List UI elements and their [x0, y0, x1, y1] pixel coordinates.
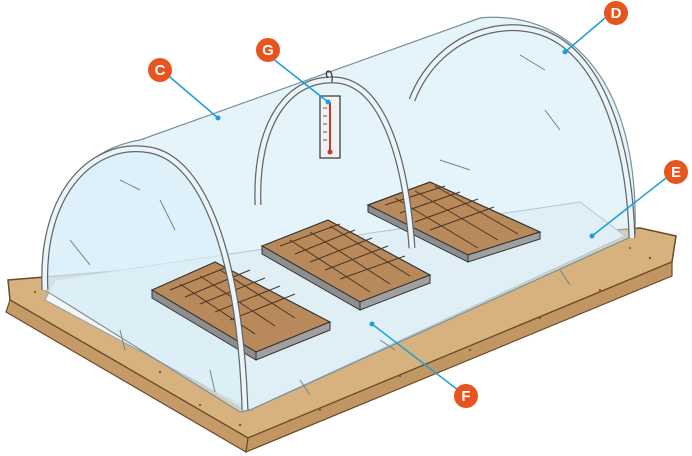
seed-tray-back	[366, 181, 542, 263]
seed-tray-middle	[260, 219, 432, 311]
callout-leader-line	[591, 177, 667, 237]
callout-badge	[664, 160, 688, 184]
plastic-creases	[69, 54, 571, 396]
callout-leader-line	[271, 57, 329, 103]
callout-leader-dot	[562, 49, 568, 55]
callout-badge	[454, 384, 478, 408]
callout-letter: E	[671, 164, 681, 181]
seed-tray-front	[150, 261, 332, 361]
callout-leader-line	[564, 17, 606, 53]
callout-F: F	[369, 321, 478, 408]
callout-D: D	[562, 1, 628, 55]
callout-leader-dot	[589, 233, 595, 239]
callout-E: E	[589, 160, 688, 239]
callout-leader-dot	[215, 115, 221, 121]
callout-letter: C	[155, 62, 166, 79]
hoops	[41, 24, 636, 411]
callout-G: G	[256, 38, 331, 105]
callout-leader-dot	[369, 321, 375, 327]
callout-leader-dot	[325, 99, 331, 105]
soil-bed-side-edge	[245, 261, 673, 453]
soil-speckles	[33, 247, 652, 427]
callout-letter: F	[461, 388, 470, 405]
callout-letter: D	[611, 5, 622, 22]
callout-badge	[604, 1, 628, 25]
callout-leader-line	[371, 323, 459, 391]
callout-letter: G	[262, 42, 274, 59]
callout-C: C	[148, 58, 221, 121]
callout-leader-line	[163, 71, 219, 119]
callout-badge	[256, 38, 280, 62]
thermometer	[319, 70, 341, 159]
callout-badge	[148, 58, 172, 82]
